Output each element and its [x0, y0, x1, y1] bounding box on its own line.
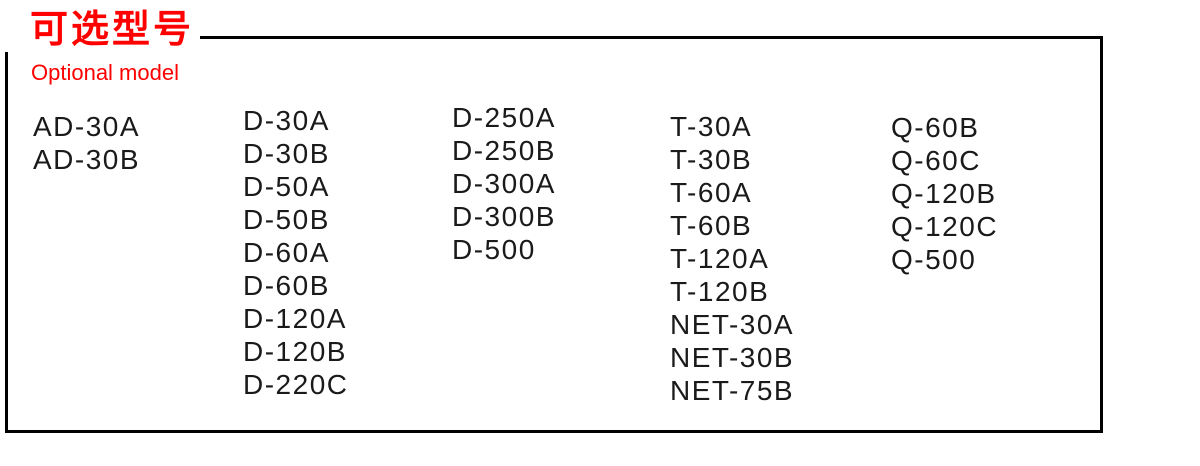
model-item: D-50A [243, 171, 330, 202]
model-item: Q-120B [891, 178, 997, 209]
model-item: Q-60B [891, 112, 980, 143]
model-item: D-300B [452, 201, 556, 232]
model-item: D-50B [243, 204, 330, 235]
model-item: T-60B [670, 210, 753, 241]
model-item: NET-30B [670, 342, 795, 373]
model-item: T-30B [670, 144, 753, 175]
panel-title-en: Optional model [31, 60, 179, 85]
model-item: Q-60C [891, 145, 981, 176]
model-item: D-30B [243, 138, 330, 169]
model-item: Q-500 [891, 244, 977, 275]
model-item: D-250B [452, 135, 556, 166]
model-item: D-220C [243, 369, 349, 400]
panel-border-right [1100, 36, 1103, 433]
model-item: D-500 [452, 234, 536, 265]
model-item: T-60A [670, 177, 753, 208]
model-item: T-120B [670, 276, 770, 307]
panel-border-bottom [5, 430, 1103, 433]
model-item: D-300A [452, 168, 556, 199]
panel-border-top [200, 36, 1103, 39]
model-item: NET-75B [670, 375, 795, 406]
model-item: NET-30A [670, 309, 795, 340]
model-item: D-60A [243, 237, 330, 268]
model-item: AD-30A [33, 111, 141, 142]
model-item: D-30A [243, 105, 330, 136]
model-item: AD-30B [33, 144, 141, 175]
panel-title-zh: 可选型号 [30, 9, 195, 51]
model-item: T-30A [670, 111, 753, 142]
model-item: D-120B [243, 336, 347, 367]
model-item: D-60B [243, 270, 330, 301]
model-item: T-120A [670, 243, 770, 274]
model-item: Q-120C [891, 211, 999, 242]
model-item: D-250A [452, 102, 556, 133]
panel-border-left [5, 52, 8, 433]
model-item: D-120A [243, 303, 347, 334]
